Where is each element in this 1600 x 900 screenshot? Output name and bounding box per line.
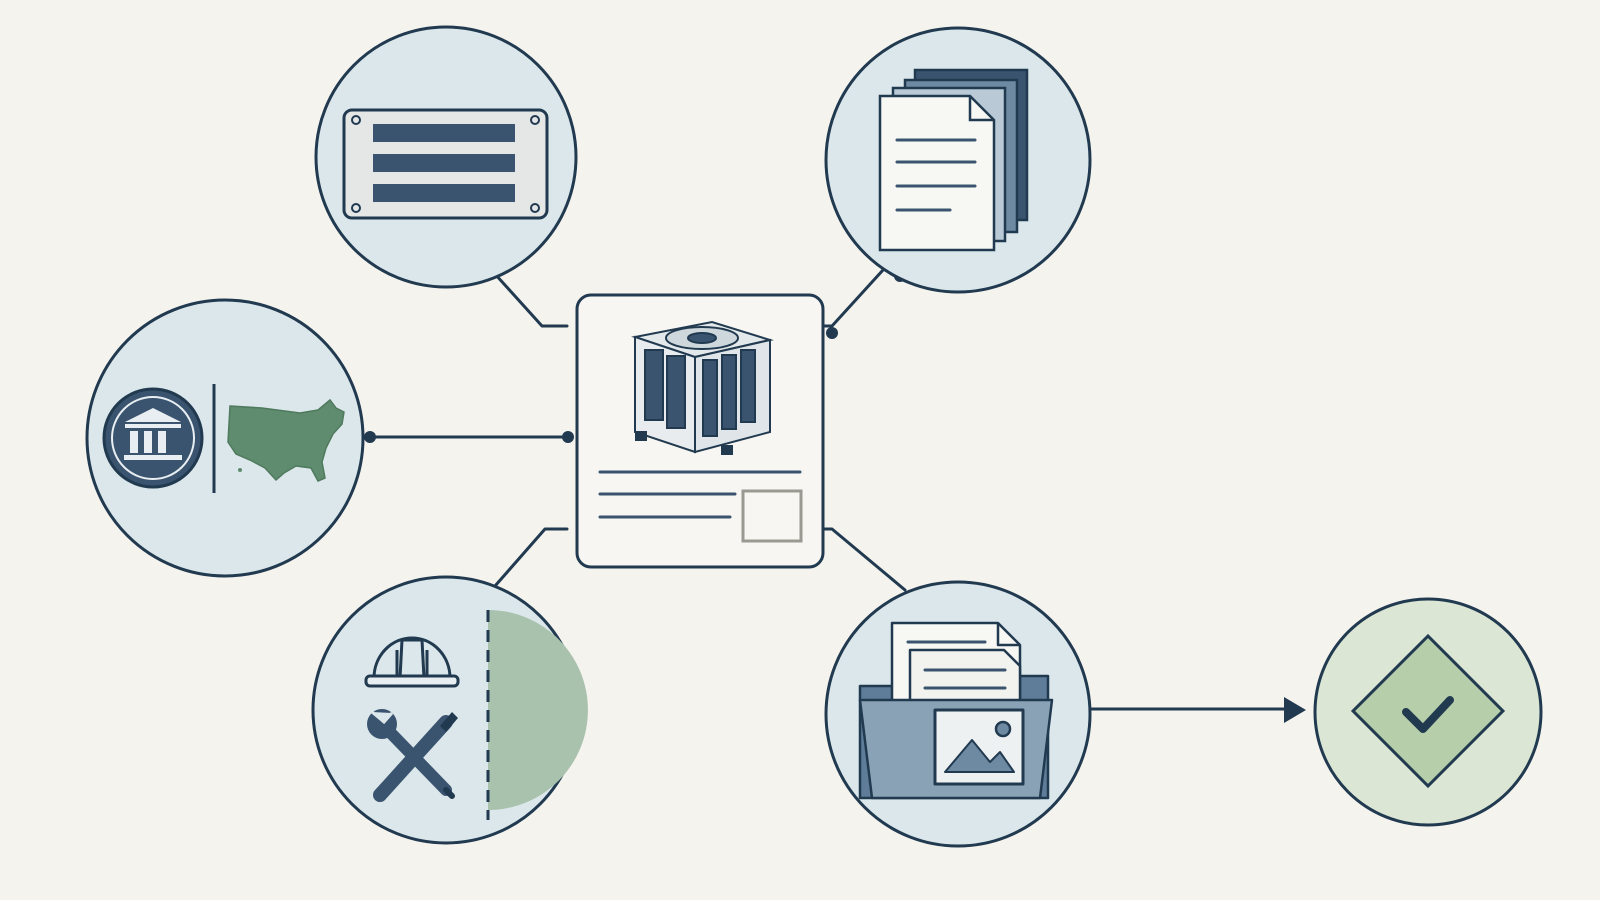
checkmark-diamond-icon <box>1350 633 1506 789</box>
hard-hat-icon <box>364 636 460 688</box>
node-regulation <box>85 298 365 578</box>
government-building-icon <box>102 387 204 489</box>
checkmark-icon <box>1402 696 1454 733</box>
connector-nameplate <box>493 272 569 328</box>
document-stack-icon <box>878 68 1029 252</box>
wrench-and-screwdriver-icon <box>367 709 458 802</box>
nameplate-plate-icon <box>342 108 549 220</box>
center-node <box>575 293 825 569</box>
us-map-icon <box>227 398 345 482</box>
folder-with-files-and-photo-icon <box>858 621 1054 800</box>
card-text-lines <box>598 470 802 519</box>
sage-half-panel <box>488 610 588 810</box>
air-conditioner-condenser-icon <box>631 320 774 455</box>
arrowhead <box>1284 697 1306 723</box>
government-building-and-us-map-icon <box>102 384 345 493</box>
card-checkbox <box>741 489 803 543</box>
connector-dot <box>562 431 574 443</box>
connector-dot <box>364 431 376 443</box>
hard-hat-and-tools-icon <box>364 610 588 820</box>
connector-installer <box>493 527 569 588</box>
connector-dot <box>826 327 838 339</box>
